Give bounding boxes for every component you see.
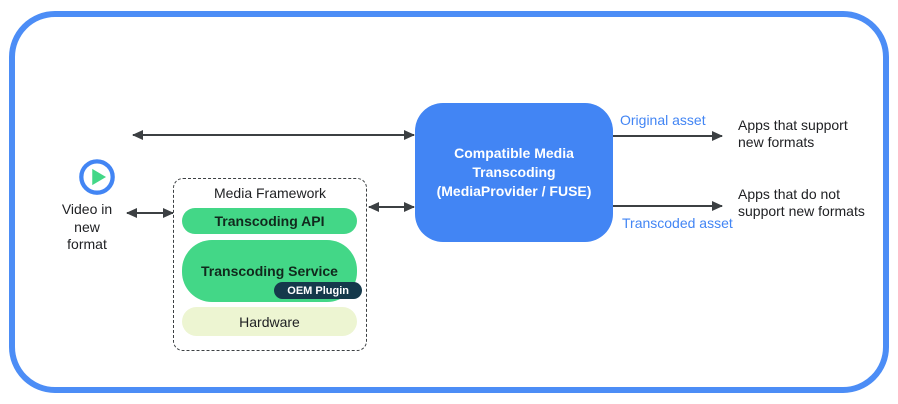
transcoding-api-label: Transcoding API bbox=[214, 213, 325, 229]
media-framework-box: Media Framework Transcoding API Transcod… bbox=[173, 178, 367, 351]
play-circle-icon bbox=[78, 158, 116, 196]
arrow-original-asset bbox=[613, 130, 723, 141]
media-framework-title: Media Framework bbox=[213, 185, 327, 201]
arrow-video-to-framework bbox=[126, 207, 174, 218]
original-asset-label: Original asset bbox=[620, 112, 706, 128]
apps-not-support-new-formats-label: Apps that do not support new formats bbox=[738, 186, 865, 219]
oem-plugin-label: OEM Plugin bbox=[287, 284, 349, 297]
apps-support-new-formats-label: Apps that support new formats bbox=[738, 117, 848, 150]
oem-plugin-badge: OEM Plugin bbox=[274, 282, 362, 299]
transcoding-api-layer: Transcoding API bbox=[182, 208, 357, 234]
compatible-media-transcoding-box: Compatible Media Transcoding (MediaProvi… bbox=[415, 103, 613, 242]
transcoding-service-layer: Transcoding Service OEM Plugin bbox=[182, 240, 362, 302]
diagram-frame bbox=[9, 11, 889, 393]
arrow-framework-to-transcoding bbox=[368, 201, 415, 212]
transcoded-asset-label: Transcoded asset bbox=[622, 215, 733, 231]
play-circle-svg bbox=[79, 159, 115, 195]
hardware-label: Hardware bbox=[239, 313, 300, 330]
video-source-label: Video in new format bbox=[61, 201, 113, 252]
hardware-layer: Hardware bbox=[182, 307, 357, 336]
transcoding-service-label: Transcoding Service bbox=[201, 263, 338, 279]
arrow-transcoded-asset bbox=[613, 200, 723, 211]
arrow-video-to-transcoding bbox=[132, 129, 415, 140]
